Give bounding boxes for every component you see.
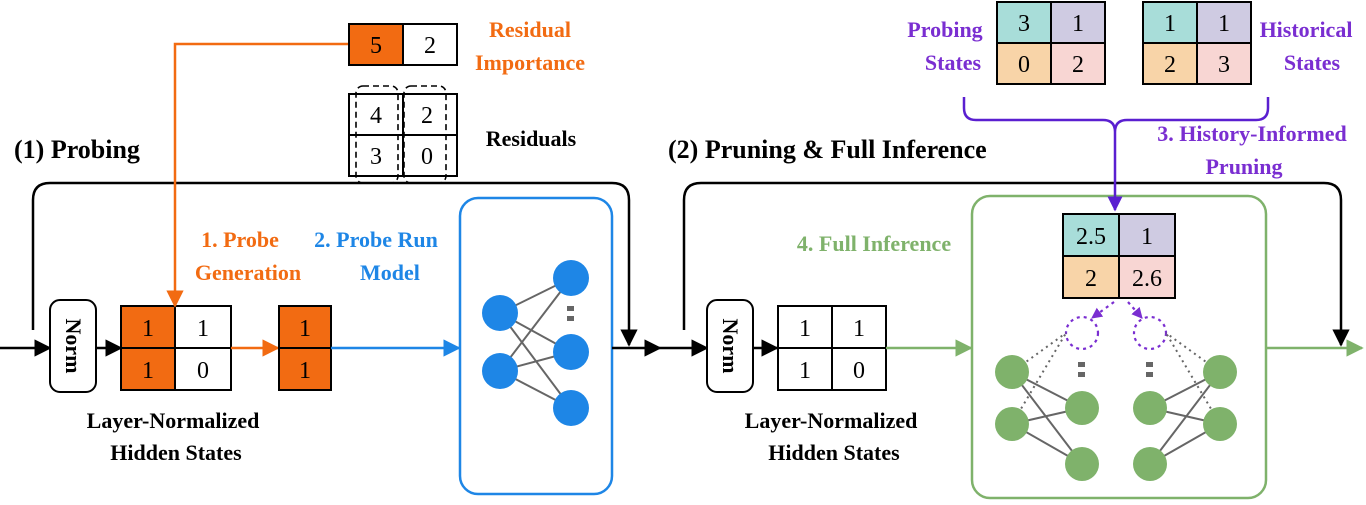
neuron-node-icon bbox=[553, 334, 589, 370]
neuron-node-icon bbox=[1203, 355, 1237, 389]
hidden-states-caption-1-line2: Hidden States bbox=[110, 440, 242, 465]
cell-value: 1 bbox=[799, 316, 811, 342]
full-model-nodes bbox=[995, 355, 1237, 481]
probe-model-box bbox=[458, 196, 614, 496]
cell-value: 0 bbox=[1018, 52, 1030, 78]
cell-value: 2.5 bbox=[1076, 224, 1106, 250]
full-inference-label: 4. Full Inference bbox=[797, 231, 951, 256]
neuron-node-icon bbox=[995, 355, 1029, 389]
hidden-states-caption-1-line1: Layer-Normalized bbox=[87, 408, 260, 433]
neuron-node-icon bbox=[553, 260, 589, 296]
residual-importance-label-line1: Residual bbox=[489, 17, 571, 42]
norm-label-2: Norm bbox=[718, 319, 743, 374]
pruning-title: (2) Pruning & Full Inference bbox=[668, 135, 987, 164]
history-pruning-label-line2: Pruning bbox=[1205, 154, 1282, 179]
hidden-states-caption-2-line1: Layer-Normalized bbox=[745, 408, 918, 433]
residual-loop-arrow-1 bbox=[31, 181, 638, 347]
cell-value: 4 bbox=[370, 103, 382, 129]
cell-value: 2 bbox=[1072, 52, 1084, 78]
cell-value: 2 bbox=[1085, 266, 1097, 292]
neuron-node-icon bbox=[553, 390, 589, 426]
residual-loop-arrow-2 bbox=[682, 181, 1350, 347]
neuron-node-icon bbox=[482, 353, 518, 389]
cell-value: 1 bbox=[1141, 224, 1153, 250]
cell-value: 1 bbox=[142, 358, 154, 384]
probe-grid: 1 1 bbox=[278, 305, 332, 391]
residual-importance-grid: 5 2 bbox=[348, 23, 458, 66]
norm-box-2 bbox=[706, 299, 754, 393]
residuals-grid: 4 2 3 0 bbox=[348, 85, 458, 184]
residual-importance-label-line2: Importance bbox=[475, 50, 585, 75]
cell-value: 2 bbox=[1164, 52, 1176, 78]
cell-value: 1 bbox=[853, 316, 865, 342]
hidden-states-grid-2: 1 1 1 0 bbox=[777, 305, 887, 391]
merged-states-grid: 2.5 1 2 2.6 bbox=[1062, 213, 1176, 299]
cell-value: 1 bbox=[1218, 11, 1230, 37]
cell-value: 5 bbox=[370, 33, 382, 59]
probing-states-label-line1: Probing bbox=[907, 17, 982, 42]
cell-value: 3 bbox=[370, 144, 382, 170]
historical-states-grid: 1 1 2 3 bbox=[1142, 1, 1252, 85]
cell-value: 3 bbox=[1218, 52, 1230, 78]
probe-generation-arrow bbox=[166, 42, 349, 308]
vertical-ellipsis-icon bbox=[1078, 362, 1153, 377]
probing-title: (1) Probing bbox=[14, 135, 140, 164]
cell-value: 2 bbox=[421, 103, 433, 129]
hidden-states-caption-2-line2: Hidden States bbox=[768, 440, 900, 465]
probe-run-label-line1: 2. Probe Run bbox=[314, 227, 438, 252]
hidden-states-grid-1: 1 1 1 0 bbox=[120, 305, 232, 391]
cell-value: 1 bbox=[197, 316, 209, 342]
cell-value: 2 bbox=[424, 33, 436, 59]
cell-value: 0 bbox=[853, 358, 865, 384]
cell-value: 0 bbox=[197, 358, 209, 384]
neuron-node-icon bbox=[995, 407, 1029, 441]
norm-label-1: Norm bbox=[61, 319, 86, 374]
neuron-node-icon bbox=[1203, 407, 1237, 441]
cell-value: 0 bbox=[421, 144, 433, 170]
pruned-connections bbox=[1011, 332, 1221, 425]
history-pruning-label-line1: 3. History-Informed bbox=[1157, 121, 1346, 146]
cell-value: 1 bbox=[1164, 11, 1176, 37]
historical-states-label-line2: States bbox=[1284, 50, 1341, 75]
probe-generation-label-line2: Generation bbox=[195, 260, 301, 285]
probe-model-nodes bbox=[482, 260, 589, 426]
cell-value: 1 bbox=[142, 316, 154, 342]
neuron-node-icon bbox=[1065, 391, 1099, 425]
probing-states-grid: 3 1 0 2 bbox=[996, 1, 1106, 85]
vertical-ellipsis-icon bbox=[567, 306, 574, 321]
pruned-node-arrows bbox=[1091, 301, 1143, 319]
cell-value: 1 bbox=[299, 358, 311, 384]
neuron-node-icon bbox=[1133, 391, 1167, 425]
cell-value: 3 bbox=[1018, 11, 1030, 37]
cell-value: 1 bbox=[299, 316, 311, 342]
cell-value: 1 bbox=[1072, 11, 1084, 37]
probing-states-label-line2: States bbox=[925, 50, 982, 75]
neuron-node-icon bbox=[1133, 447, 1167, 481]
neuron-node-icon bbox=[1065, 447, 1099, 481]
neuron-node-icon bbox=[482, 295, 518, 331]
historical-states-label-line1: Historical bbox=[1260, 17, 1353, 42]
probe-run-label-line2: Model bbox=[360, 260, 420, 285]
probe-generation-label-line1: 1. Probe bbox=[201, 227, 279, 252]
cell-value: 2.6 bbox=[1132, 266, 1162, 292]
cell-value: 1 bbox=[799, 358, 811, 384]
residuals-label: Residuals bbox=[486, 126, 577, 151]
norm-box-1 bbox=[49, 299, 97, 393]
